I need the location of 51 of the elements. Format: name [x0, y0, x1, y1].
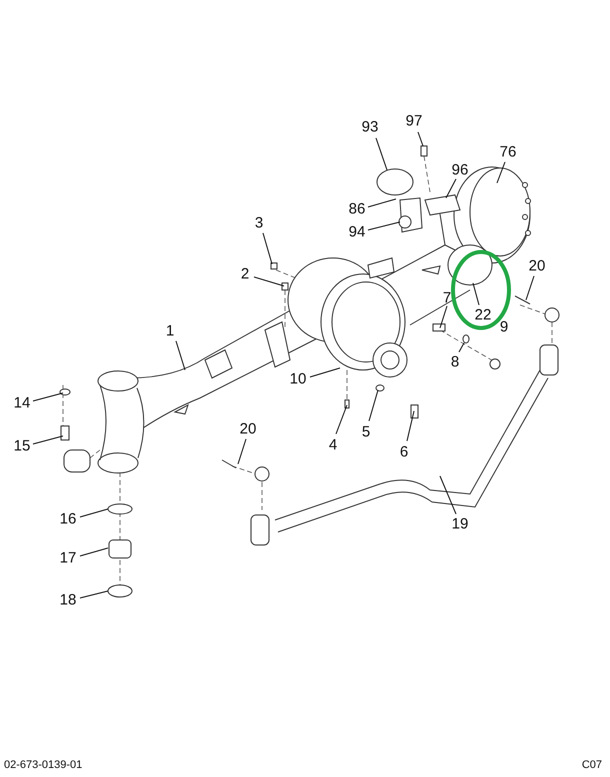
leader-line [496, 162, 506, 184]
callout-number: 8 [450, 354, 460, 370]
leader-line [368, 222, 400, 230]
callout-number: 86 [348, 200, 366, 218]
leader-line [368, 390, 378, 422]
callout-number: 16 [58, 510, 78, 528]
leader-line [446, 178, 456, 198]
callout-number: 10 [288, 370, 308, 388]
callout-number: 3 [254, 214, 264, 232]
leader-line [80, 548, 108, 556]
leader-line [472, 282, 480, 306]
leader-line [440, 306, 448, 328]
callout-number: 2 [240, 266, 250, 282]
callout-number: 94 [348, 224, 366, 240]
callout-number: 9 [498, 318, 510, 336]
callout-number: 20 [528, 258, 546, 274]
leader-line [440, 476, 456, 514]
leader-line [238, 438, 246, 464]
callout-number: 76 [498, 144, 518, 160]
callout-number: 93 [360, 118, 380, 136]
callout-number: 17 [58, 550, 78, 566]
leader-line [418, 132, 424, 146]
callout-number: 4 [328, 436, 338, 454]
leader-line [406, 410, 414, 442]
callout-number: 6 [398, 444, 410, 460]
leader-line [376, 138, 388, 170]
callout-number: 1 [164, 322, 176, 340]
drawing-number: 02-673-0139-01 [4, 759, 82, 771]
callout-number: 96 [450, 162, 470, 178]
callout-number: 14 [12, 394, 32, 412]
callout-number: 20 [238, 420, 258, 438]
leader-line [80, 590, 108, 598]
leader-line [336, 404, 348, 434]
leader-line [176, 340, 186, 370]
leader-line [310, 368, 340, 378]
leader-line [368, 198, 396, 208]
leader-line [254, 276, 284, 286]
leader-line [80, 508, 108, 518]
callout-number: 19 [450, 516, 470, 532]
callout-number: 97 [404, 112, 424, 130]
leader-line [262, 232, 272, 264]
leader-line [526, 276, 534, 300]
callout-number: 7 [442, 290, 452, 306]
leader-line [32, 436, 64, 444]
callout-number: 5 [360, 424, 372, 440]
leader-line [32, 392, 64, 402]
callout-number: 18 [58, 592, 78, 608]
page-code: C07 [582, 759, 602, 771]
leader-line [458, 342, 464, 352]
callout-number: 22 [474, 306, 492, 324]
callout-number: 15 [12, 438, 32, 454]
